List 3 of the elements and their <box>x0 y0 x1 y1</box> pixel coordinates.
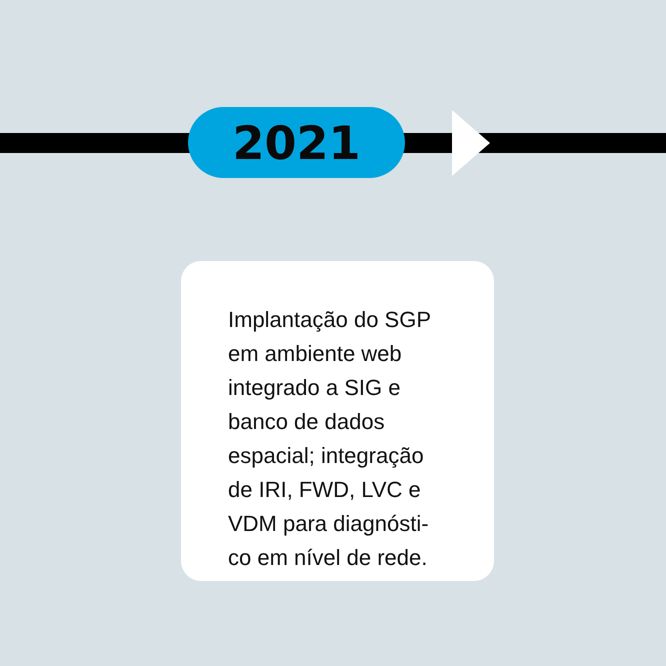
text-card <box>181 261 494 581</box>
description-text: Implantação do SGP em ambiente web integrado a SIG e banco de dados espacial; integração de IRI, FWD, LVC e VDM para diagnósti- co em nível de rede. <box>228 306 432 572</box>
year-pill: 2021 <box>188 107 405 178</box>
